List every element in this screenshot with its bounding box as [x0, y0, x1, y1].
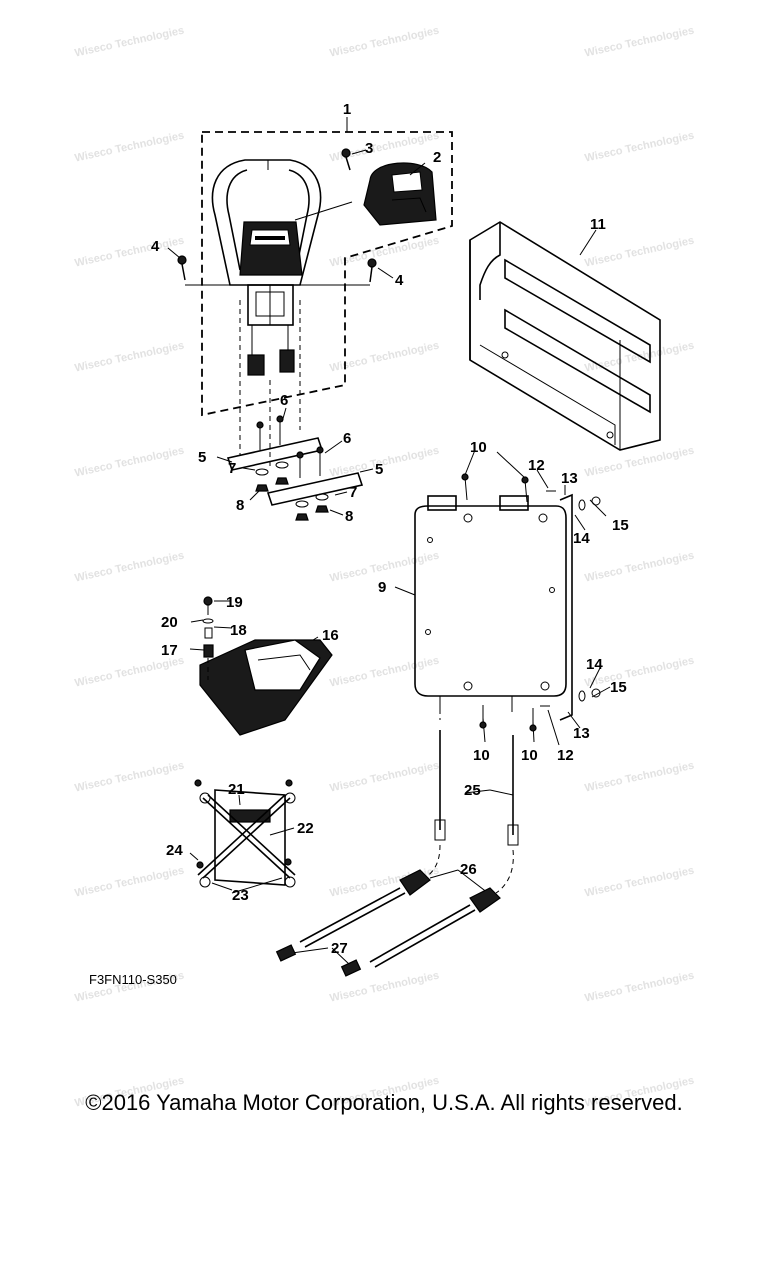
watermark-9: Wiseco Technologies [74, 340, 186, 375]
callout-17: 17 [161, 642, 178, 659]
callout-12a: 12 [528, 457, 545, 474]
screw-3 [341, 148, 351, 171]
screw-4-right [367, 258, 377, 283]
watermark-6: Wiseco Technologies [74, 235, 186, 270]
watermark-12: Wiseco Technologies [74, 445, 186, 480]
watermark-23: Wiseco Technologies [584, 760, 696, 795]
watermark-24: Wiseco Technologies [74, 865, 186, 900]
cover-11 [469, 221, 661, 451]
callout-24: 24 [166, 842, 183, 859]
callout-18: 18 [230, 622, 247, 639]
watermark-5: Wiseco Technologies [584, 130, 696, 165]
watermark-4: Wiseco Technologies [329, 130, 441, 165]
leader-lines [167, 117, 611, 966]
copyright-notice: ©2016 Yamaha Motor Corporation, U.S.A. A… [85, 1090, 683, 1115]
callout-12b: 12 [557, 747, 574, 764]
strap-assembly-21-24 [194, 779, 296, 888]
watermark-11: Wiseco Technologies [584, 340, 696, 375]
callout-3: 3 [365, 140, 373, 157]
cables-25-27 [275, 730, 519, 977]
callout-26: 26 [460, 861, 477, 878]
callout-10c: 10 [521, 747, 538, 764]
callout-20: 20 [161, 614, 178, 631]
drawing-code: F3FN110-S350 [89, 972, 177, 987]
callout-1: 1 [343, 101, 351, 118]
watermark-26: Wiseco Technologies [584, 865, 696, 900]
mounting-plates [226, 415, 364, 521]
callout-27: 27 [331, 940, 348, 957]
module-16 [199, 596, 333, 736]
callout-25: 25 [464, 782, 481, 799]
watermark-18: Wiseco Technologies [74, 655, 186, 690]
callout-5a: 5 [198, 449, 206, 466]
callout-21: 21 [228, 781, 245, 798]
screw-4-left [177, 255, 187, 281]
watermark-21: Wiseco Technologies [74, 760, 186, 795]
callout-8b: 8 [345, 508, 353, 525]
callout-4b: 4 [395, 272, 404, 289]
callout-10a: 10 [470, 439, 487, 456]
watermark-2: Wiseco Technologies [584, 25, 696, 60]
watermark-29: Wiseco Technologies [584, 970, 696, 1005]
callout-labels: 1 2 3 4 4 5 5 6 6 7 7 8 8 9 10 10 10 11 … [151, 101, 629, 957]
callout-23: 23 [232, 887, 249, 904]
watermark-14: Wiseco Technologies [584, 445, 696, 480]
callout-7b: 7 [349, 484, 357, 501]
watermark-19: Wiseco Technologies [329, 655, 441, 690]
watermark-17: Wiseco Technologies [584, 550, 696, 585]
callout-10b: 10 [473, 747, 490, 764]
callout-22: 22 [297, 820, 314, 837]
callout-8a: 8 [236, 497, 244, 514]
watermark-13: Wiseco Technologies [329, 445, 441, 480]
watermark-1: Wiseco Technologies [329, 25, 441, 60]
callout-14b: 14 [586, 656, 603, 673]
callout-9: 9 [378, 579, 386, 596]
callout-15a: 15 [612, 517, 629, 534]
callout-6a: 6 [280, 392, 288, 409]
control-box-9 [414, 473, 601, 732]
watermark-8: Wiseco Technologies [584, 235, 696, 270]
watermark-15: Wiseco Technologies [74, 550, 186, 585]
callout-13a: 13 [561, 470, 578, 487]
callout-19: 19 [226, 594, 243, 611]
callout-16: 16 [322, 627, 339, 644]
watermark-0: Wiseco Technologies [74, 25, 186, 60]
callout-2: 2 [433, 149, 441, 166]
callout-13b: 13 [573, 725, 590, 742]
callout-6b: 6 [343, 430, 351, 447]
callout-11: 11 [590, 216, 606, 233]
callout-4a: 4 [151, 238, 160, 255]
watermark-22: Wiseco Technologies [329, 760, 441, 795]
callout-15b: 15 [610, 679, 627, 696]
callout-5b: 5 [375, 461, 383, 478]
callout-14a: 14 [573, 530, 590, 547]
remote-control-assembly [177, 131, 453, 470]
watermark-3: Wiseco Technologies [74, 130, 186, 165]
callout-7a: 7 [228, 460, 236, 477]
